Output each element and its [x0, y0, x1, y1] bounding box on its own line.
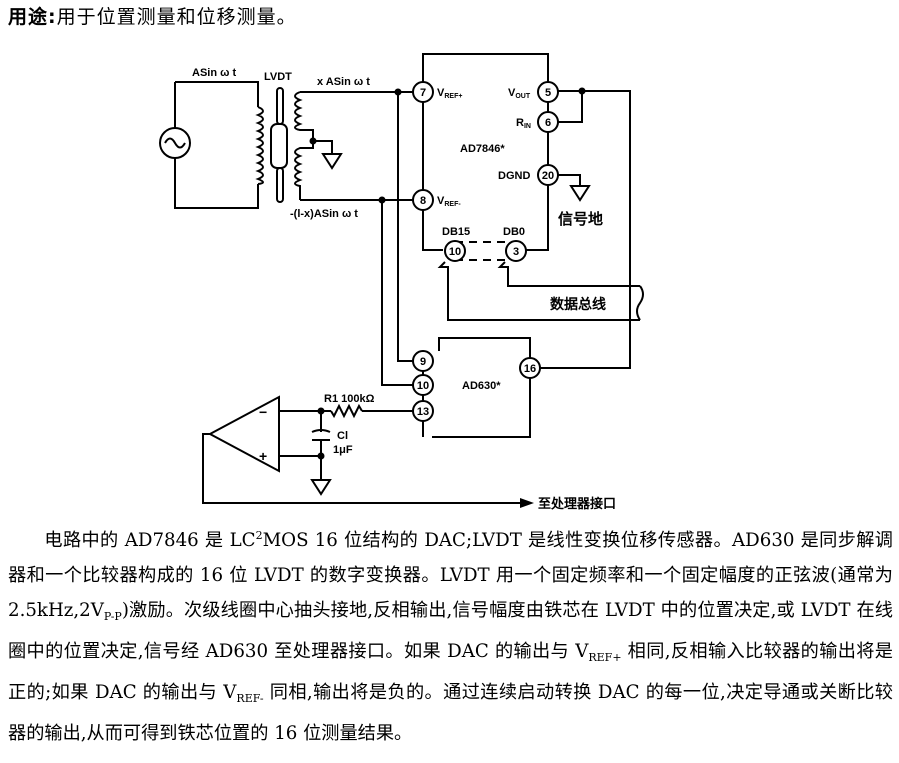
secondary-bottom-label: -(l-x)ASin ω t: [290, 208, 358, 220]
db15-label: DB15: [442, 226, 470, 238]
opamp-output-wire: [202, 433, 520, 504]
output-label: 至处理器接口: [538, 496, 616, 512]
wire-dgnd: [558, 174, 581, 186]
lvdt-core-bottom: [276, 167, 284, 203]
center-tap-wire: [313, 140, 333, 154]
rin-label: RIN: [516, 117, 531, 130]
purpose-heading: 用途:用于位置测量和位移测量。: [8, 2, 297, 29]
pin-3-num: 3: [513, 246, 519, 258]
pin-6-num: 6: [545, 117, 551, 129]
ad630-pin-16-num: 16: [524, 363, 536, 375]
ad630-pin-13: [412, 400, 434, 422]
lvdt-core-body: [270, 123, 288, 169]
junction-dot: [317, 452, 325, 460]
ad630-pin-13-num: 13: [417, 406, 429, 418]
ad7846-pin20-to-db0: [526, 185, 549, 251]
vout-label: VOUT: [508, 87, 531, 100]
ground-icon: [321, 153, 343, 170]
description-text: 电路中的 AD7846 是 LC2MOS 16 位结构的 DAC;LVDT 是线…: [8, 529, 893, 744]
data-bus-label: 数据总线: [550, 296, 606, 313]
db-bracket-right: [497, 261, 640, 287]
pin-3-db0: [505, 240, 527, 262]
opamp-minus-label: −: [259, 404, 267, 420]
ad7846-top-wire: [422, 53, 549, 82]
pin-5-num: 5: [545, 87, 551, 99]
ad630-pin-9-num: 9: [420, 356, 426, 368]
wire-vout: [528, 90, 631, 369]
purpose-label: 用途: [8, 6, 49, 28]
ad630-pin-16: [519, 357, 541, 379]
secondary-coil-top: [294, 91, 314, 141]
pin-10-db15: [444, 240, 466, 262]
ad630-top-wire: [438, 337, 531, 358]
ad630-pin-9: [412, 350, 434, 372]
junction-dot: [317, 407, 325, 415]
source-label: ASin ω t: [192, 67, 236, 79]
pin-5: [537, 81, 559, 103]
ground-icon: [569, 185, 591, 202]
lvdt-label: LVDT: [264, 71, 292, 83]
data-bus-end: [636, 285, 644, 321]
junction-dot: [378, 196, 386, 204]
vref-minus-label: VREF-: [437, 195, 461, 208]
pin-20-num: 20: [542, 170, 554, 182]
dgnd-label: DGND: [498, 170, 530, 182]
circuit-diagram: 7 8 5 6 20 10 3 9 10 13 16 ASin ω t LVDT…: [159, 53, 644, 512]
wire-vref-minus-to-ad630-pin10: [381, 200, 413, 386]
junction-dot: [394, 88, 402, 96]
purpose-text: 用于位置测量和位移测量。: [56, 6, 297, 28]
ad7846-name: AD7846*: [460, 143, 505, 155]
ground-icon: [310, 479, 332, 496]
ad630-pin-10: [412, 374, 434, 396]
resistor-r1: [330, 403, 363, 419]
pin-7: [412, 81, 434, 103]
secondary-coil-bottom: [294, 141, 314, 200]
ad630-pin-10-num: 10: [417, 380, 429, 392]
pin-6: [537, 111, 559, 133]
capacitor-top-plate: [311, 429, 331, 433]
db0-label: DB0: [503, 226, 525, 238]
secondary-top-label: x ASin ω t: [317, 76, 370, 88]
wire-vref-plus-to-ad630-pin9: [397, 92, 413, 362]
ad7846-pin8-to-db15: [422, 210, 443, 251]
pin-20: [537, 164, 559, 186]
opamp-triangle: [207, 395, 280, 473]
purpose-colon: :: [48, 6, 57, 28]
junction-dot: [309, 137, 317, 145]
opamp-plus-label: +: [259, 448, 267, 464]
ad630-right-wire: [432, 378, 531, 438]
output-arrow-icon: [520, 498, 534, 508]
pin-7-num: 7: [420, 87, 426, 99]
wire-vout-rin: [558, 91, 583, 123]
capacitor-value: 1μF: [333, 444, 353, 456]
pin-8: [412, 189, 434, 211]
capacitor-label: Cl: [337, 430, 348, 442]
ad630-name: AD630*: [462, 380, 501, 392]
description-paragraph: 电路中的 AD7846 是 LC2MOS 16 位结构的 DAC;LVDT 是线…: [8, 518, 893, 751]
ac-source-sine-icon: [164, 137, 186, 149]
resistor-label: R1 100kΩ: [324, 393, 375, 405]
signal-ground-label: 信号地: [558, 210, 603, 228]
vref-plus-label: VREF+: [437, 87, 462, 100]
db-bracket-left: [437, 261, 640, 321]
pin-10-num: 10: [449, 246, 461, 258]
lvdt-core-top: [276, 87, 284, 125]
pin-8-num: 8: [420, 195, 426, 207]
primary-coil: [255, 106, 264, 185]
junction-dot: [578, 87, 586, 95]
